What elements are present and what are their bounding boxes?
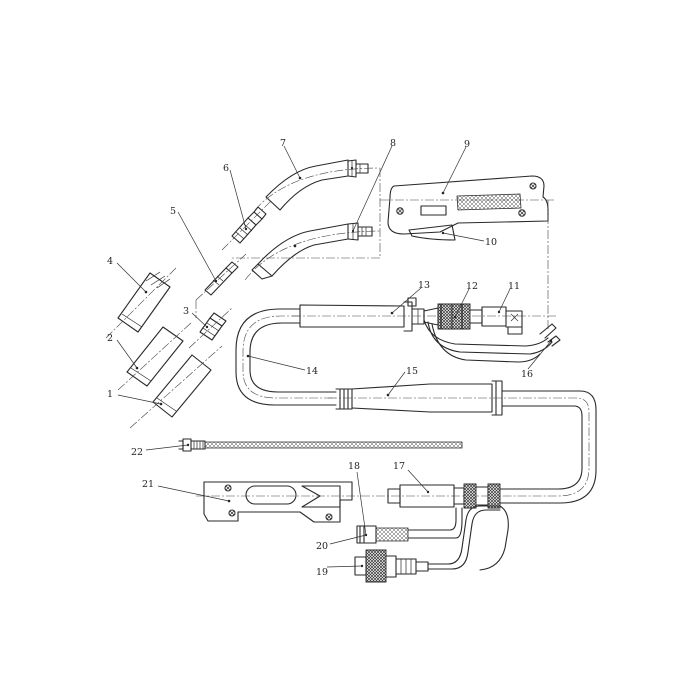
label-part-14: 14	[306, 366, 318, 377]
contact-tip-part-5	[195, 253, 247, 301]
tip-holder-part-6	[221, 199, 273, 251]
cable-sleeve-part-15	[328, 380, 597, 504]
fitting-part-11	[481, 306, 523, 335]
label-part-1: 1	[107, 389, 113, 400]
nozzle-part-1	[129, 345, 223, 429]
label-part-8: 8	[390, 138, 396, 149]
label-part-12: 12	[466, 281, 478, 292]
assembly-guides	[195, 168, 549, 330]
power-connector-part-19	[354, 505, 509, 583]
connector-part-12	[423, 303, 483, 330]
gas-connector-part-20	[356, 507, 463, 544]
label-part-15: 15	[406, 366, 418, 377]
nozzle-part-4	[105, 267, 177, 339]
label-part-13: 13	[418, 280, 430, 291]
label-part-18: 18	[348, 461, 360, 472]
label-part-10: 10	[485, 237, 497, 248]
label-part-20: 20	[316, 541, 328, 552]
nut-part-3	[188, 307, 233, 349]
cable-loop-part-14	[235, 308, 337, 406]
label-part-9: 9	[464, 139, 470, 150]
part-number-labels: 1 2 3 4 5 6 7 8 9 10 11 12 13 14 15 16 1…	[107, 138, 533, 578]
handle-shell-part-9	[380, 175, 556, 235]
label-part-2: 2	[107, 333, 113, 344]
swan-neck-part-8	[244, 222, 381, 281]
label-part-17: 17	[393, 461, 405, 472]
liner-part-22	[178, 438, 463, 452]
label-part-11: 11	[508, 281, 520, 292]
label-part-3: 3	[183, 306, 189, 317]
swan-neck-part-7	[254, 159, 381, 211]
rear-connector-part-17	[387, 483, 501, 509]
leader-lines	[116, 145, 552, 568]
label-part-7: 7	[280, 138, 286, 149]
label-part-22: 22	[131, 447, 143, 458]
clamp-plate-part-21	[196, 481, 500, 523]
label-part-19: 19	[316, 567, 328, 578]
label-part-16: 16	[521, 369, 533, 380]
nozzle-part-2	[117, 321, 193, 391]
label-part-6: 6	[223, 163, 229, 174]
label-part-21: 21	[142, 479, 154, 490]
label-part-4: 4	[107, 256, 113, 267]
control-wires-part-16	[423, 319, 561, 363]
label-part-5: 5	[170, 206, 176, 217]
